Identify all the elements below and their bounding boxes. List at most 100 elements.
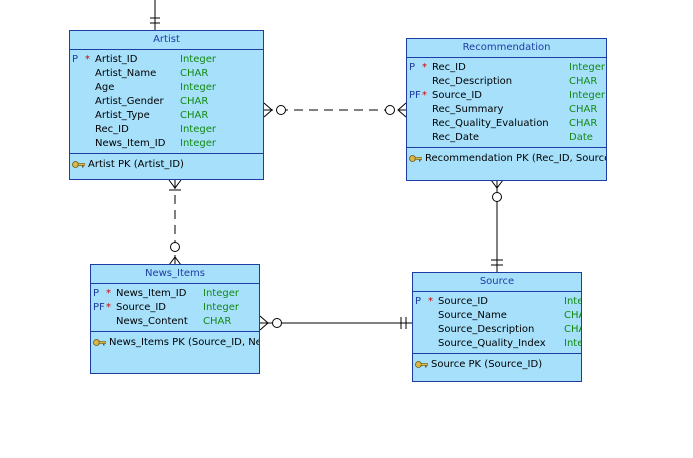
attribute-row[interactable]: Source_Name CHA [413, 309, 581, 323]
primary-key-row[interactable]: Artist PK (Artist_ID) [70, 157, 263, 173]
attribute-name: Source_ID [432, 90, 482, 101]
attribute-row[interactable]: Artist_Name CHAR [70, 67, 263, 81]
attribute-name: Source_Name [438, 310, 507, 321]
attribute-row[interactable]: Rec_Quality_Evaluation CHAR [407, 117, 606, 131]
attribute-row[interactable]: P * Artist_ID Integer [70, 53, 263, 67]
required-marker: * [428, 296, 433, 307]
key-marker: P [415, 296, 422, 307]
attribute-type: CHAR [569, 118, 598, 129]
attribute-type: CHAR [569, 76, 598, 87]
relationship-artist-news-items[interactable] [168, 179, 182, 266]
attribute-name: Artist_ID [95, 54, 138, 65]
attribute-type: CHAR [203, 316, 232, 327]
attribute-type: CHA [564, 324, 581, 335]
attribute-name: Source_Description [438, 324, 535, 335]
attribute-name: Artist_Type [95, 110, 150, 121]
attribute-row[interactable]: PF* Source_ID Integer [407, 89, 606, 103]
attribute-type: Inte [564, 338, 582, 349]
key-icon [93, 339, 106, 346]
key-list: News_Items PK (Source_ID, New [91, 332, 259, 351]
key-marker: P [93, 288, 100, 299]
key-icon [72, 161, 85, 168]
relationship-recommendation-source[interactable] [490, 179, 504, 272]
attribute-row[interactable]: News_Content CHAR [91, 315, 259, 329]
relationship-artist-upstream[interactable] [150, 0, 160, 30]
attribute-type: Integer [180, 82, 216, 93]
entity-title[interactable]: Recommendation [407, 39, 606, 58]
attribute-type: Integer [180, 138, 216, 149]
attribute-type: Inte [564, 296, 582, 307]
primary-key-label: Recommendation PK (Rec_ID, Source [425, 153, 607, 164]
key-marker: P [72, 54, 79, 65]
attribute-row[interactable]: P * Source_ID Inte [413, 295, 581, 309]
required-marker: * [106, 302, 111, 313]
attribute-type: Integer [569, 90, 605, 101]
attribute-name: Artist_Name [95, 68, 157, 79]
primary-key-row[interactable]: News_Items PK (Source_ID, New [91, 335, 259, 351]
key-marker: PF [409, 90, 421, 101]
key-marker: P [409, 62, 416, 73]
attribute-row[interactable]: Rec_Summary CHAR [407, 103, 606, 117]
attribute-row[interactable]: Rec_Date Date [407, 131, 606, 145]
attribute-type: Integer [180, 124, 216, 135]
relationship-artist-recommendation[interactable] [263, 102, 407, 118]
attribute-type: Integer [203, 288, 239, 299]
key-marker: PF [93, 302, 105, 313]
attribute-name: Rec_Quality_Evaluation [432, 118, 549, 129]
required-marker: * [106, 288, 111, 299]
entity-news-items[interactable]: News_Items P * News_Item_ID Integer PF*Sour… [90, 264, 260, 374]
primary-key-row[interactable]: Source PK (Source_ID) [413, 357, 581, 373]
attribute-type: Integer [180, 54, 216, 65]
attribute-name: News_Item_ID [116, 288, 187, 299]
attribute-row[interactable]: Rec_ID Integer [70, 123, 263, 137]
primary-key-label: Artist PK (Artist_ID) [88, 159, 184, 170]
attribute-row[interactable]: Artist_Gender CHAR [70, 95, 263, 109]
attribute-name: Rec_ID [95, 124, 129, 135]
attribute-row[interactable]: Age Integer [70, 81, 263, 95]
entity-title[interactable]: News_Items [91, 265, 259, 284]
attribute-name: Rec_Summary [432, 104, 504, 115]
required-marker: * [85, 54, 90, 65]
attribute-type: CHAR [569, 104, 598, 115]
attribute-name: Source_Quality_Index [438, 338, 546, 349]
attribute-name: News_Content [116, 316, 188, 327]
key-list: Artist PK (Artist_ID) [70, 154, 263, 173]
attribute-type: CHAR [180, 68, 209, 79]
attribute-type: Integer [203, 302, 239, 313]
attribute-name: Artist_Gender [95, 96, 164, 107]
attribute-type: CHAR [180, 96, 209, 107]
attribute-type: Date [569, 132, 593, 143]
required-marker: * [422, 62, 427, 73]
attribute-row[interactable]: Rec_Description CHAR [407, 75, 606, 89]
attribute-type: Integer [569, 62, 605, 73]
entity-title[interactable]: Source [413, 273, 581, 292]
attribute-row[interactable]: P * News_Item_ID Integer [91, 287, 259, 301]
attribute-type: CHA [564, 310, 581, 321]
attribute-row[interactable]: Source_Quality_Index Inte [413, 337, 581, 351]
attribute-name: Rec_Date [432, 132, 480, 143]
entity-title[interactable]: Artist [70, 31, 263, 50]
key-icon [409, 155, 422, 162]
relationship-news-items-source[interactable] [259, 315, 412, 331]
attribute-name: Age [95, 82, 115, 93]
primary-key-row[interactable]: Recommendation PK (Rec_ID, Source [407, 151, 606, 167]
attribute-type: CHAR [180, 110, 209, 121]
attribute-name: Source_ID [438, 296, 488, 307]
key-list: Source PK (Source_ID) [413, 354, 581, 373]
attribute-row[interactable]: Source_Description CHA [413, 323, 581, 337]
attribute-row[interactable]: Artist_Type CHAR [70, 109, 263, 123]
key-icon [415, 361, 428, 368]
required-marker: * [422, 90, 427, 101]
attribute-name: Rec_Description [432, 76, 513, 87]
